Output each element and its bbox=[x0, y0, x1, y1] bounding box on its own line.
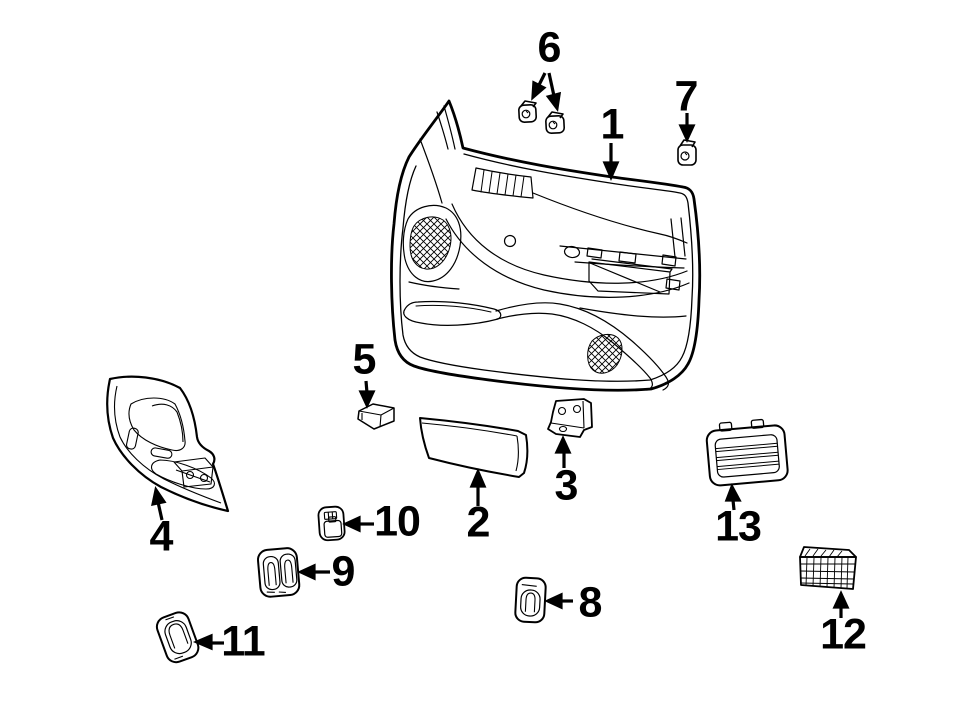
callout-arrows bbox=[151, 72, 850, 651]
retainer-clip-7-drawing bbox=[677, 139, 697, 166]
callout-label-4[interactable]: 4 bbox=[149, 512, 174, 561]
callout-arrow-1 bbox=[602, 143, 620, 182]
retainer-clip-6a-drawing bbox=[518, 100, 538, 123]
callout-arrow-6b bbox=[545, 72, 562, 112]
callout-label-10[interactable]: 10 bbox=[374, 497, 421, 546]
callout-label-3[interactable]: 3 bbox=[554, 461, 579, 510]
callout-arrow-12 bbox=[832, 590, 850, 618]
callout-label-7[interactable]: 7 bbox=[674, 72, 699, 121]
callout-label-5[interactable]: 5 bbox=[352, 335, 377, 384]
callout-arrow-13 bbox=[724, 483, 742, 511]
lock-switch-bezel-10-drawing bbox=[317, 505, 346, 542]
window-switch-bezel-9-drawing bbox=[256, 547, 301, 598]
callout-label-9[interactable]: 9 bbox=[331, 547, 356, 596]
callout-arrow-4 bbox=[151, 485, 167, 521]
switch-bezel-11-drawing bbox=[155, 611, 200, 664]
callout-label-8[interactable]: 8 bbox=[578, 578, 603, 627]
door-trim-panel-drawing bbox=[390, 99, 702, 392]
callout-arrow-3 bbox=[554, 435, 572, 468]
callout-arrow-6a bbox=[531, 72, 547, 101]
callout-label-2[interactable]: 2 bbox=[466, 498, 491, 547]
armrest-panel-4-drawing bbox=[106, 375, 230, 513]
speaker-hatch-lower bbox=[587, 333, 623, 374]
callout-label-13[interactable]: 13 bbox=[715, 502, 762, 551]
callout-label-1[interactable]: 1 bbox=[600, 100, 625, 149]
callout-label-6[interactable]: 6 bbox=[537, 23, 562, 72]
callout-arrow-11 bbox=[192, 633, 224, 651]
callout-label-11[interactable]: 11 bbox=[221, 617, 265, 666]
callout-arrow-9 bbox=[297, 563, 330, 581]
switch-bezel-8-drawing bbox=[514, 576, 547, 624]
retainer-clip-6b-drawing bbox=[545, 111, 566, 135]
speaker-grille-12-drawing bbox=[799, 546, 857, 590]
callout-arrow-2 bbox=[469, 467, 487, 506]
vent-grille-13-drawing bbox=[705, 418, 789, 487]
callout-label-12[interactable]: 12 bbox=[820, 610, 867, 659]
bracket-3-drawing bbox=[547, 398, 593, 438]
speaker-hatch-upper bbox=[409, 216, 452, 270]
retainer-5-drawing bbox=[357, 403, 395, 430]
storage-bin-2-drawing bbox=[419, 417, 529, 478]
callout-arrow-10 bbox=[342, 515, 374, 533]
callout-arrow-5 bbox=[358, 380, 376, 409]
callout-arrow-7 bbox=[678, 113, 696, 143]
callout-arrow-8 bbox=[544, 592, 573, 610]
